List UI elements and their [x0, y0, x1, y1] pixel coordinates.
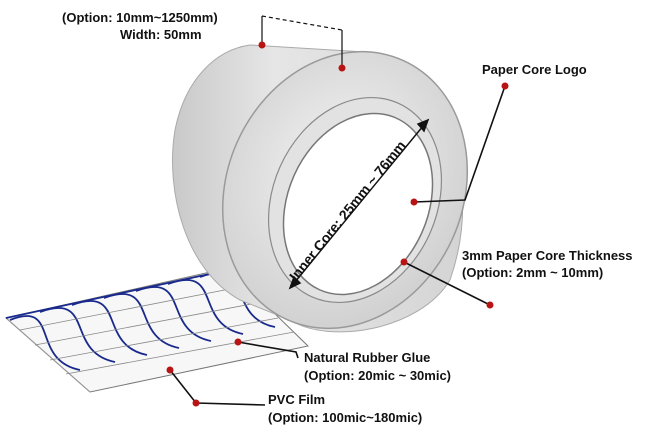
logo-dot — [501, 82, 509, 90]
callout-dots — [166, 41, 509, 407]
film-dot — [166, 366, 174, 374]
width-marker — [261, 15, 343, 68]
film-dot-2 — [192, 399, 200, 407]
glue-dot — [234, 338, 242, 346]
glue-label: Natural Rubber Glue — [304, 350, 430, 365]
width-label: Width: 50mm — [120, 27, 202, 42]
width-option-label: (Option: 10mm~1250mm) — [62, 10, 218, 25]
glue-option-label: (Option: 20mic ~ 30mic) — [304, 368, 451, 383]
tape-strip — [4, 267, 310, 393]
core-dot — [410, 198, 418, 206]
thickness-dot-2 — [486, 301, 494, 309]
film-option-label: (Option: 100mic~180mic) — [268, 410, 422, 425]
logo-label: Paper Core Logo — [482, 62, 587, 77]
film-label: PVC Film — [268, 392, 325, 407]
inner-core-arrow — [288, 118, 430, 290]
thickness-label: 3mm Paper Core Thickness — [462, 248, 633, 263]
film-lines — [19, 285, 295, 375]
width-dot — [258, 41, 266, 49]
width-dot-2 — [338, 64, 346, 72]
thickness-dot — [400, 258, 408, 266]
thickness-option-label: (Option: 2mm ~ 10mm) — [462, 265, 603, 280]
